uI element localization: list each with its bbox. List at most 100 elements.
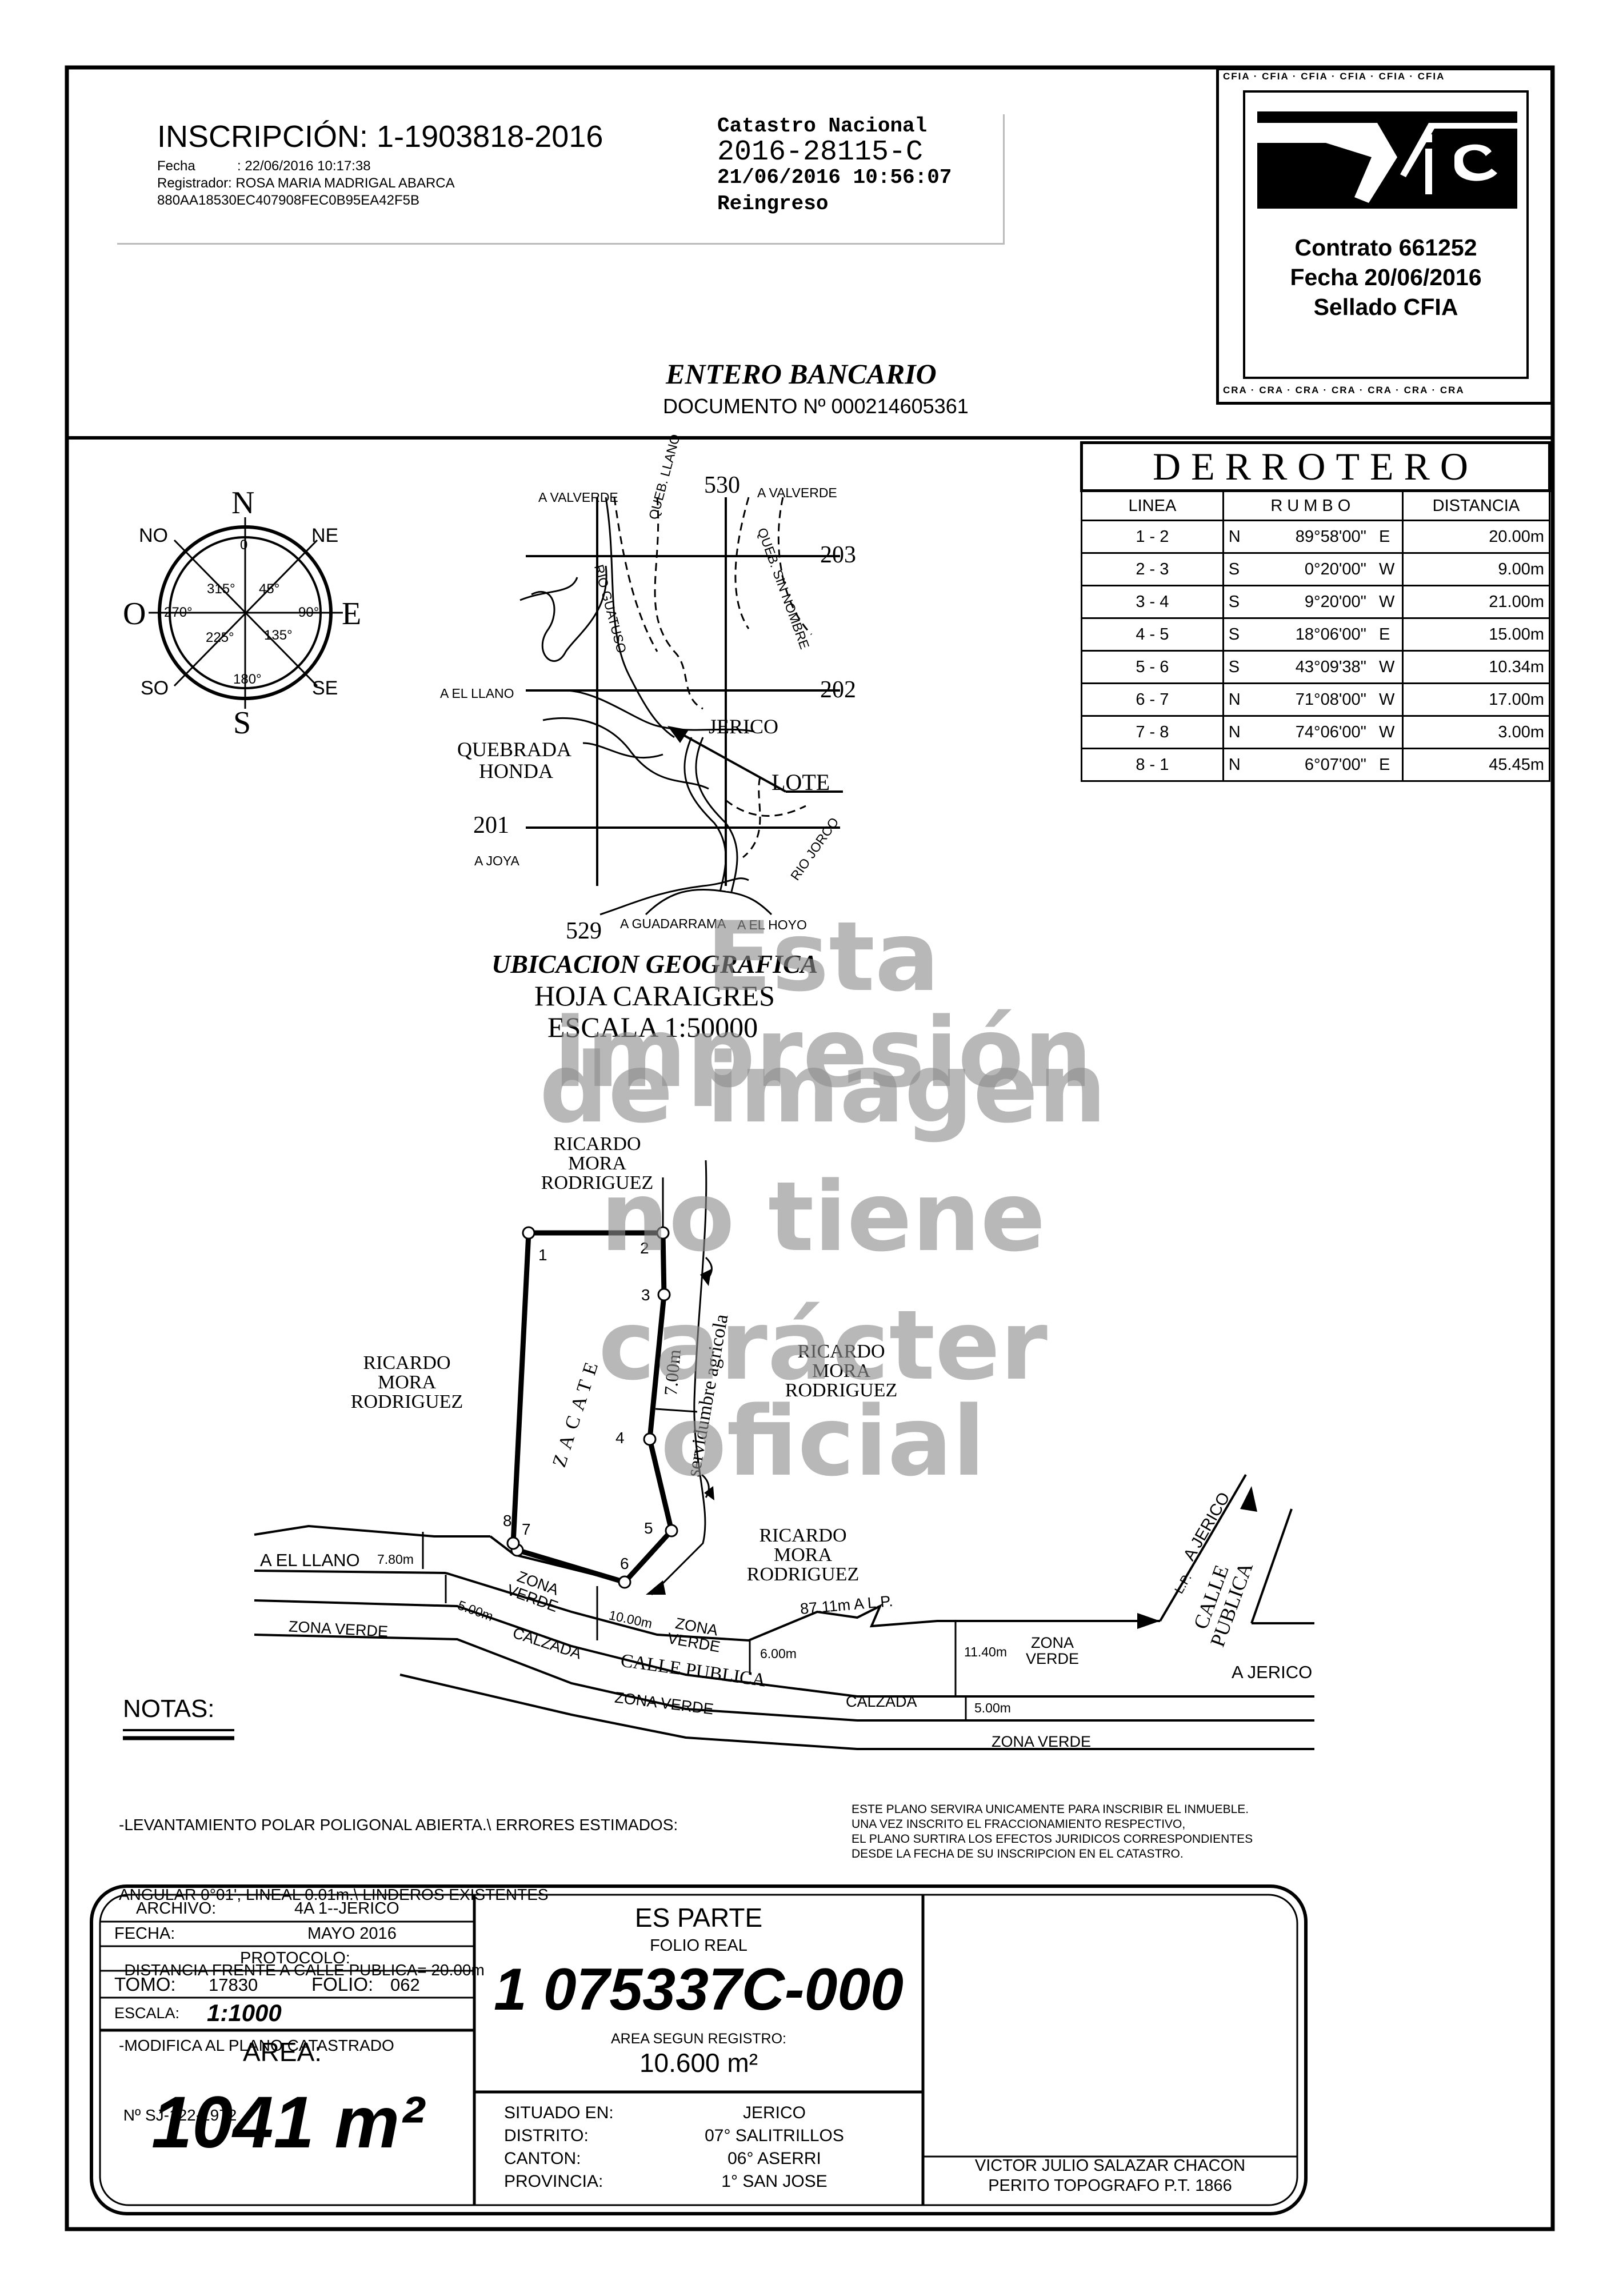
compass-d315: 315° (207, 581, 235, 597)
tomo-value: 17830 (209, 1975, 258, 1995)
fecha-value: MAYO 2016 (307, 1924, 397, 1943)
dim-780: 7.80m (377, 1552, 414, 1567)
derrotero-quadrant-2: E (1370, 520, 1404, 554)
road-a-jerico: A JERICO (1232, 1662, 1313, 1682)
canton-label: CANTON: (504, 2149, 581, 2168)
folio-value: 062 (390, 1975, 420, 1995)
derrotero-quadrant-1: S (1222, 585, 1252, 619)
map-a-joya: A JOYA (474, 853, 519, 868)
derrotero-linea: 3 - 4 (1081, 585, 1224, 619)
header-linea: LINEA (1081, 490, 1224, 521)
derrotero-quadrant-1: N (1222, 748, 1252, 782)
vertex-5: 5 (644, 1519, 653, 1537)
derrotero-linea: 8 - 1 (1081, 748, 1224, 782)
zona-word-3: ZONA (1031, 1634, 1074, 1651)
perito-title: PERITO TOPOGRAFO P.T. 1866 (988, 2177, 1232, 2195)
derrotero-quadrant-2: W (1370, 715, 1404, 749)
derrotero-linea: 2 - 3 (1081, 552, 1224, 586)
owner-left-line1: RICARDO (363, 1352, 451, 1373)
map-a-valverde-2: A VALVERDE (757, 485, 837, 500)
zona-verde-right: ZONA VERDE (1026, 1635, 1079, 1667)
legal-line-2: UNA VEZ INSCRITO EL FRACCIONAMIENTO RESP… (852, 1818, 1186, 1831)
header-distancia: DISTANCIA (1401, 490, 1551, 521)
cfia-text-6: CFIA (1417, 71, 1445, 82)
owner-left-line2: MORA (377, 1372, 437, 1393)
legal-line-4: DESDE LA FECHA DE SU INSCRIPCION EN EL C… (852, 1847, 1184, 1860)
derrotero-quadrant-1: N (1222, 520, 1252, 554)
derrotero-quadrant-1: S (1222, 552, 1252, 586)
cfia-logo-icon (1257, 111, 1517, 209)
compass-o: O (123, 596, 146, 632)
cra-text-6: CRA (1404, 385, 1428, 396)
derrotero-quadrant-2: W (1370, 552, 1404, 586)
cfia-border-bottom: CRA · CRA · CRA · CRA · CRA · CRA · CRA (1223, 385, 1465, 396)
inscripcion-stamp (117, 114, 1005, 245)
nota-line-1: -LEVANTAMIENTO POLAR POLIGONAL ABIERTA.\… (119, 1816, 678, 1834)
dim-500-right: 5.00m (974, 1700, 1011, 1715)
compass-no: NO (139, 525, 168, 546)
nota-line-4: -MODIFICA AL PLANO CATASTRADO (119, 2037, 394, 2054)
owner-top-line3: RODRIGUEZ (541, 1172, 654, 1193)
inscripcion-fecha-value: : 22/06/2016 10:17:38 (237, 158, 371, 174)
compass-se: SE (312, 677, 338, 699)
map-quebrada: QUEBRADA (457, 738, 572, 761)
compass-so: SO (141, 677, 169, 699)
canton-value: 06° ASERRI (727, 2149, 821, 2168)
registrador-value: ROSA MARIA MADRIGAL ABARCA (235, 175, 455, 191)
area-segun-label: AREA SEGUN REGISTRO: (610, 2031, 786, 2047)
map-529: 529 (566, 918, 602, 944)
watermark-line3: no tiene (600, 1161, 1046, 1273)
map-530: 530 (704, 472, 740, 498)
dim-600: 6.00m (760, 1646, 797, 1661)
distrito-label: DISTRITO: (504, 2126, 589, 2145)
protocolo-label: PROTOCOLO: (240, 1949, 350, 1967)
map-jerico: JERICO (709, 715, 779, 738)
notas-title: NOTAS: (123, 1695, 215, 1723)
map-a-el-llano: A EL LLANO (440, 686, 514, 701)
catastro-line2: 2016-28115-C (717, 136, 924, 169)
owner-right-line1: RICARDO (797, 1341, 885, 1362)
compass-rose (149, 517, 343, 709)
situado-value: JERICO (742, 2103, 806, 2122)
area-value: 1041 m² (151, 2082, 424, 2163)
vertex-6: 6 (620, 1555, 629, 1572)
folio-real-value: 1 075337C-000 (493, 1956, 904, 2023)
compass-d0: 0 (240, 537, 248, 553)
cra-text-1: CRA (1223, 385, 1248, 396)
derrotero-quadrant-1: S (1222, 650, 1252, 684)
map-honda: HONDA (479, 760, 553, 782)
map-a-guadarrama: A GUADARRAMA (620, 916, 726, 931)
derrotero-angle: 71°08'00" (1251, 682, 1371, 717)
derrotero-quadrant-2: W (1370, 650, 1404, 684)
inscripcion-registrador: Registrador: ROSA MARIA MADRIGAL ABARCA (157, 175, 455, 191)
inscripcion-title: INSCRIPCIÓN: 1-1903818-2016 (157, 119, 603, 154)
map-title: UBICACION GEOGRAFICA (491, 949, 818, 979)
legal-line-1: ESTE PLANO SERVIRA UNICAMENTE PARA INSCR… (852, 1803, 1249, 1816)
map-203: 203 (820, 542, 856, 568)
cfia-inner (1243, 90, 1529, 379)
vertex-3: 3 (641, 1286, 650, 1304)
map-hoja: HOJA CARAIGRES (534, 980, 775, 1012)
owner-left: RICARDO MORA RODRIGUEZ (341, 1353, 473, 1412)
derrotero-quadrant-2: W (1370, 585, 1404, 619)
map-202: 202 (820, 677, 856, 703)
perito-name: VICTOR JULIO SALAZAR CHACON (974, 2157, 1246, 2175)
compass-d225: 225° (206, 630, 234, 645)
cfia-text-3: CFIA (1301, 71, 1328, 82)
derrotero-title: DERROTERO (1080, 441, 1551, 492)
derrotero-angle: 74°06'00" (1251, 715, 1371, 749)
area-label: AREA: (243, 2037, 322, 2067)
derrotero-distancia: 45.45m (1401, 748, 1551, 782)
entero-title: ENTERO BANCARIO (666, 358, 937, 390)
derrotero-linea: 6 - 7 (1081, 682, 1224, 717)
compass-s: S (233, 705, 251, 741)
compass-e: E (342, 596, 362, 632)
road-a-el-llano: A EL LLANO (260, 1550, 360, 1570)
